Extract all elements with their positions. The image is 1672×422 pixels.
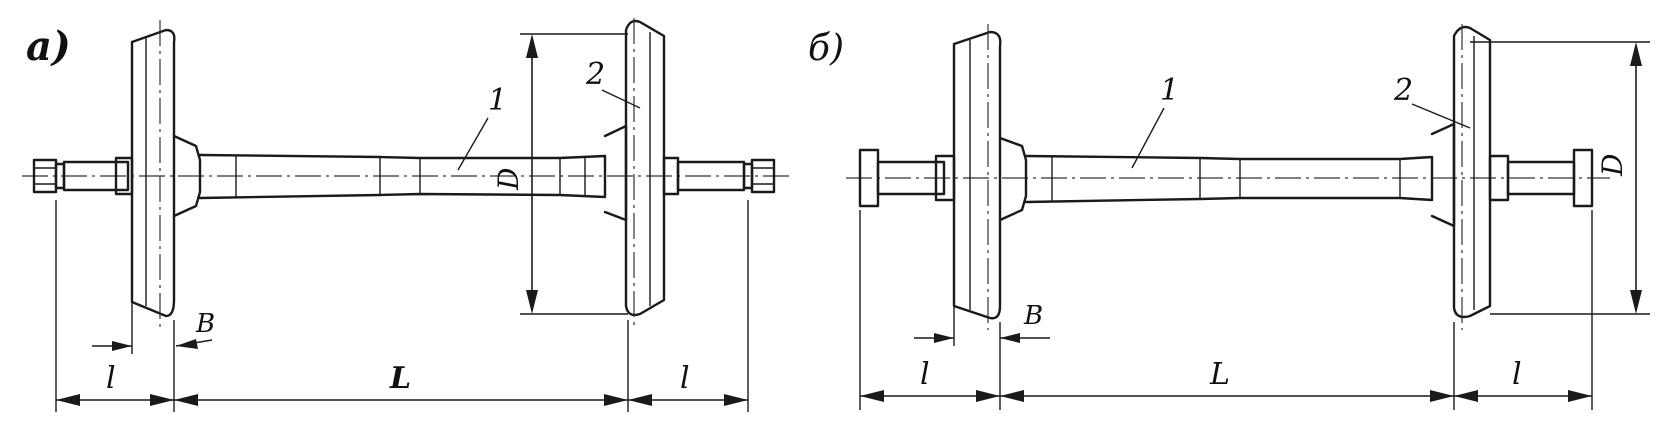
panel-b-left-journal: [876, 160, 946, 196]
panel-a-wheel-label: 2: [585, 57, 605, 92]
panel-b-wheel-label: 2: [1393, 73, 1413, 108]
panel-b: б): [808, 24, 1650, 410]
panel-a-span-length: L: [389, 361, 411, 396]
panel-b-axle-label: 1: [1160, 73, 1179, 108]
panel-a-right-wheel: [603, 18, 666, 330]
panel-b-axle: [1024, 154, 1434, 204]
panel-b-journal-length-left: l: [920, 357, 930, 392]
panel-b-right-collar: [1572, 148, 1594, 208]
panel-b-rim-width-dimension: B: [914, 301, 1050, 346]
panel-a-length-dimensions: l L l: [55, 200, 749, 412]
panel-a-rim-width-label: B: [195, 309, 215, 339]
panel-b-tag: б): [808, 28, 844, 69]
panel-b-rim-width-label: B: [1023, 301, 1043, 331]
panel-b-axle-leader: [1131, 107, 1165, 169]
panel-a-axle-leader: [457, 117, 489, 171]
panel-a-tag: а): [26, 23, 71, 70]
panel-a-left-axle-end: [32, 158, 66, 194]
panel-a-diameter-dimension: D: [492, 33, 628, 315]
panel-b-span-length: L: [1209, 357, 1230, 392]
panel-a-axle-label: 1: [488, 83, 507, 118]
panel-b-journal-length-right: l: [1512, 357, 1522, 392]
panel-a-wheel-leader: [601, 89, 641, 109]
panel-a-left-wheel: [130, 20, 202, 330]
panel-b-diameter-dimension: D: [1470, 41, 1650, 315]
panel-a-left-journal: [62, 160, 130, 192]
panel-a-rim-width-dimension: B: [92, 302, 215, 354]
panel-b-length-dimensions: l L l: [859, 210, 1593, 410]
panel-b-diameter-label: D: [1596, 154, 1629, 177]
panel-a-diameter-label: D: [492, 168, 525, 191]
panel-a-right-axle-end: [742, 158, 776, 194]
panel-b-wheel-leader: [1411, 103, 1471, 129]
panel-a-journal-length-left: l: [106, 361, 116, 396]
panel-a: а): [22, 18, 790, 412]
panel-b-left-wheel: [952, 24, 1028, 330]
panel-a-journal-length-right: l: [680, 361, 690, 396]
panel-b-right-wheel: [1430, 24, 1492, 330]
panel-a-axle: [198, 153, 607, 200]
